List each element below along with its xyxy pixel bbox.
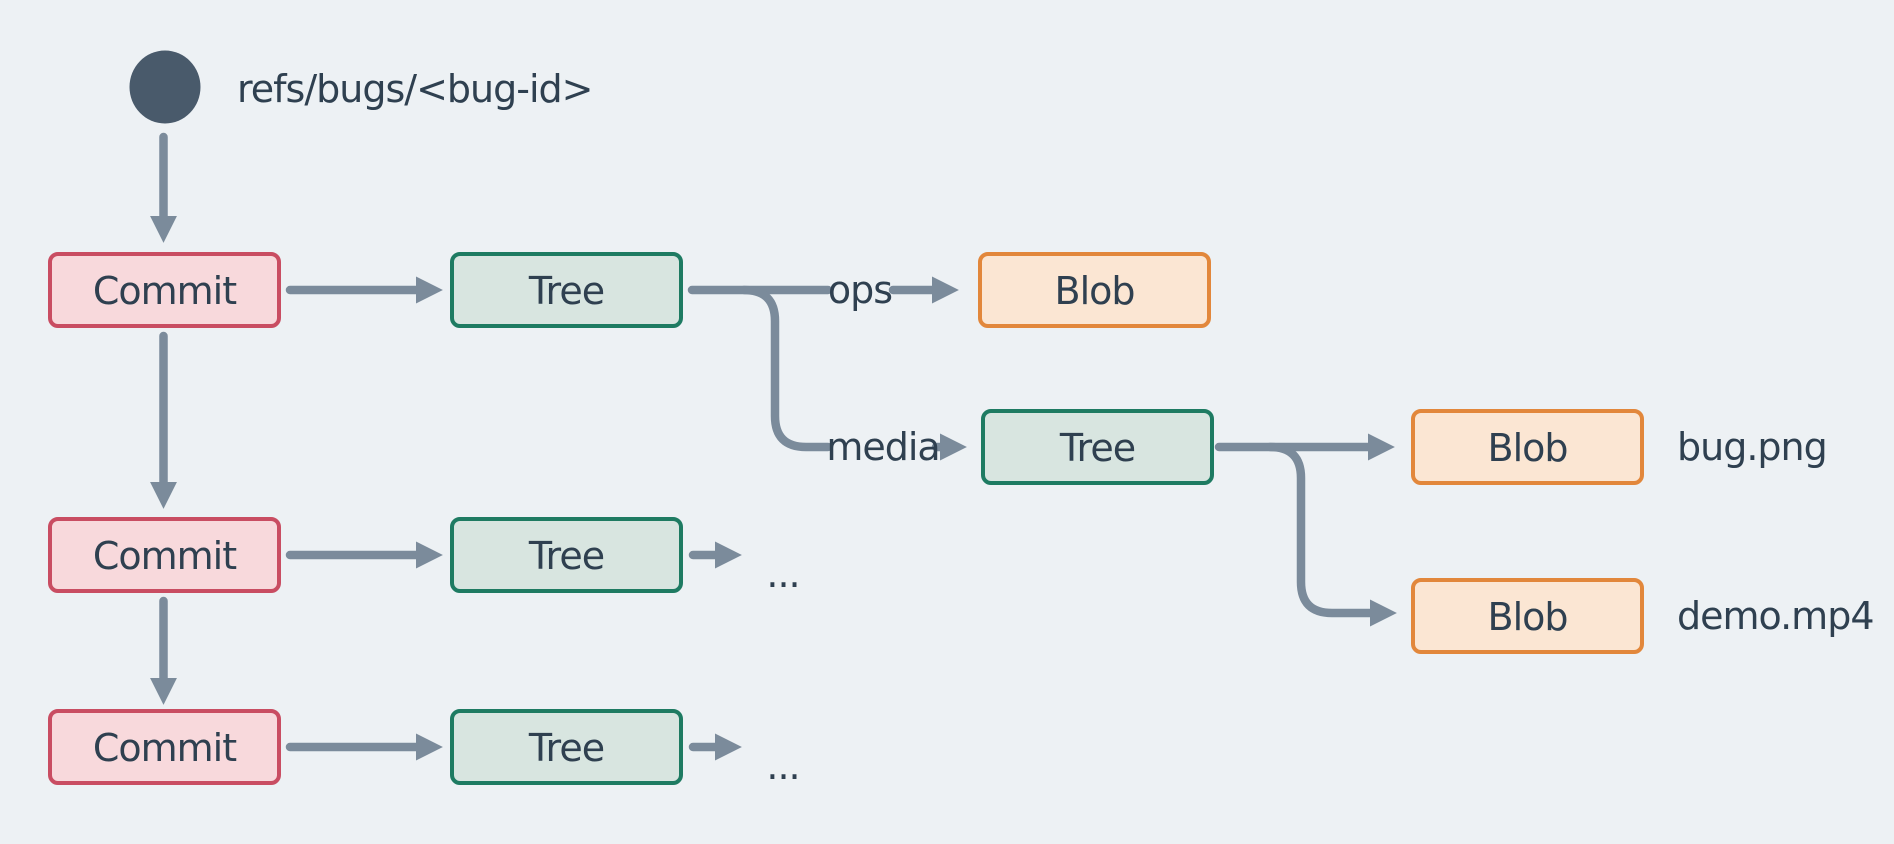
- tree-root2-label: Tree: [528, 534, 604, 578]
- node-blob-bug: Blob: [1411, 409, 1644, 485]
- node-blob-ops: Blob: [978, 252, 1211, 328]
- node-tree-root2: Tree: [450, 517, 683, 593]
- blob-ops-box: [978, 252, 1211, 328]
- commit1-box: [48, 252, 281, 328]
- file-label-demo-mp4: demo.mp4: [1677, 594, 1874, 638]
- tree-root3-label: Tree: [528, 726, 604, 770]
- tree-root1-box: [450, 252, 683, 328]
- node-tree-root1: Tree: [450, 252, 683, 328]
- tree-media-label: Tree: [1059, 426, 1135, 470]
- blob-demo-label: Blob: [1488, 595, 1568, 639]
- commit2-box: [48, 517, 281, 593]
- ref-label: refs/bugs/<bug-id>: [237, 67, 592, 111]
- file-label-bug-png: bug.png: [1677, 425, 1827, 469]
- tree-media-box: [981, 409, 1214, 485]
- blob-bug-label: Blob: [1488, 426, 1568, 470]
- edge-label-ops: ops: [828, 268, 892, 312]
- node-blob-demo: Blob: [1411, 578, 1644, 654]
- commit1-label: Commit: [93, 269, 236, 313]
- node-commit-1: Commit: [48, 252, 281, 328]
- edge-label-media: media: [826, 425, 939, 469]
- commit3-box: [48, 709, 281, 785]
- edge-tree1-media-elbow: [739, 285, 833, 452]
- commit3-label: Commit: [93, 726, 236, 770]
- node-commit-3: Commit: [48, 709, 281, 785]
- commit2-label: Commit: [93, 534, 236, 578]
- node-tree-root3: Tree: [450, 709, 683, 785]
- ellipsis-row2: ...: [766, 552, 799, 596]
- ellipsis-row3: ...: [766, 744, 799, 788]
- tree-root1-label: Tree: [528, 269, 604, 313]
- node-tree-media: Tree: [981, 409, 1214, 485]
- tree-root2-box: [450, 517, 683, 593]
- blob-bug-box: [1411, 409, 1644, 485]
- blob-ops-label: Blob: [1055, 269, 1135, 313]
- edge-treemedia-to-blob-demo: [1265, 442, 1397, 627]
- blob-demo-box: [1411, 578, 1644, 654]
- ref-node-circle: [129, 50, 201, 124]
- node-commit-2: Commit: [48, 517, 281, 593]
- tree-root3-box: [450, 709, 683, 785]
